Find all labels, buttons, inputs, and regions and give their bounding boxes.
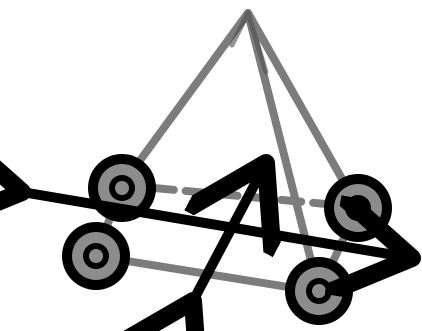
corner-handle-front-right[interactable]: [285, 257, 353, 325]
pyramid-wireframe: [96, 13, 358, 292]
pyramid-edge-apex-left: [122, 13, 248, 185]
pyramid-edge-apex-right: [248, 13, 358, 207]
corner-handle-front-left[interactable]: [62, 222, 130, 290]
corner-handle-back-right[interactable]: [324, 174, 392, 242]
